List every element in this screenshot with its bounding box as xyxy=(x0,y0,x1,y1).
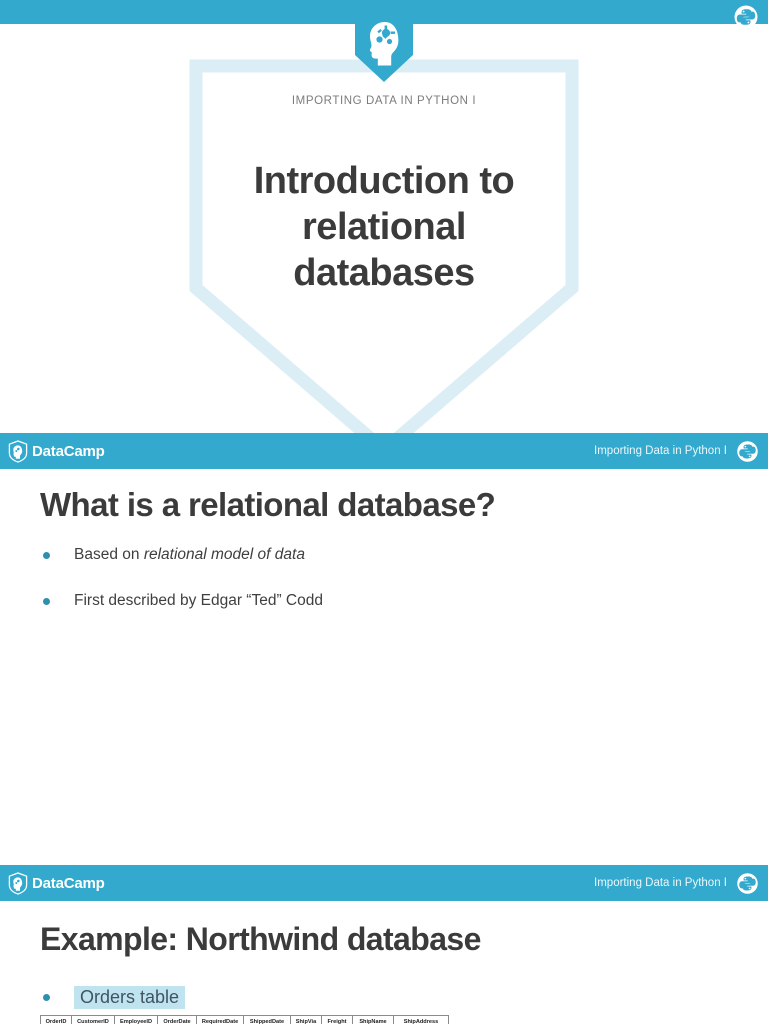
course-title-label: Importing Data in Python I xyxy=(594,445,727,457)
column-header: CustomerID xyxy=(71,1015,115,1024)
datacamp-shield-icon xyxy=(8,871,28,895)
column-header: OrderDate xyxy=(157,1015,197,1024)
slide-kicker: IMPORTING DATA IN PYTHON I xyxy=(291,95,477,107)
bullet-text-emphasis: relational model of data xyxy=(143,546,305,563)
column-header: OrderID xyxy=(40,1015,72,1024)
slide-northwind-example: DataCamp Importing Data in Python I Exam… xyxy=(0,865,768,1024)
python-badge-icon xyxy=(737,440,758,462)
slide-content: Example: Northwind database Orders table… xyxy=(0,901,768,1024)
title-slide: IMPORTING DATA IN PYTHON I Introduction … xyxy=(0,0,768,433)
datacamp-wordmark: DataCamp xyxy=(32,874,105,892)
list-item: First described by Edgar “Ted” Codd xyxy=(40,591,728,611)
slide-header-bar: DataCamp Importing Data in Python I xyxy=(0,865,768,901)
bullet-dot-icon xyxy=(43,994,50,1001)
list-item: Orders table xyxy=(40,986,728,1009)
bullet-list: Orders table xyxy=(40,986,728,1009)
page-title: Introduction to relational databases xyxy=(174,158,594,296)
datacamp-brand[interactable]: DataCamp xyxy=(8,871,105,895)
datacamp-shield-icon xyxy=(8,439,28,463)
page-title-line-1: Introduction to xyxy=(253,160,515,202)
python-badge-icon xyxy=(734,5,758,29)
page-title-line-3: databases xyxy=(293,252,475,294)
datacamp-wordmark: DataCamp xyxy=(32,442,105,460)
column-header: EmployeeID xyxy=(114,1015,158,1024)
course-title-label: Importing Data in Python I xyxy=(594,877,727,889)
slide-heading: Example: Northwind database xyxy=(40,921,481,957)
column-header: ShipVia xyxy=(290,1015,322,1024)
column-header: ShipName xyxy=(352,1015,394,1024)
header-right-group: Importing Data in Python I xyxy=(594,439,760,464)
column-header: Freight xyxy=(321,1015,353,1024)
datacamp-brand[interactable]: DataCamp xyxy=(8,439,105,463)
datacamp-hexagon-brain-icon xyxy=(355,10,413,82)
slide-what-is-relational-database: DataCamp Importing Data in Python I What… xyxy=(0,433,768,865)
bullet-text-prefix: First described by Edgar “Ted” Codd xyxy=(74,592,323,609)
bullet-dot-icon xyxy=(43,598,50,605)
slide-content: What is a relational database? Based on … xyxy=(0,469,768,611)
page-title-line-2: relational xyxy=(302,206,466,248)
list-item: Based on relational model of data xyxy=(40,545,728,565)
slide-header-bar: DataCamp Importing Data in Python I xyxy=(0,433,768,469)
header-right-group: Importing Data in Python I xyxy=(594,871,760,896)
column-header: RequiredDate xyxy=(196,1015,244,1024)
bullet-dot-icon xyxy=(43,552,50,559)
python-badge-icon xyxy=(737,872,758,894)
slide-heading: What is a relational database? xyxy=(40,486,496,523)
column-header: ShipAddress xyxy=(393,1015,449,1024)
column-header: ShippedDate xyxy=(243,1015,291,1024)
bullet-list: Based on relational model of data First … xyxy=(40,545,728,611)
orders-table-label: Orders table xyxy=(74,986,186,1009)
bullet-text-prefix: Based on xyxy=(74,546,144,563)
